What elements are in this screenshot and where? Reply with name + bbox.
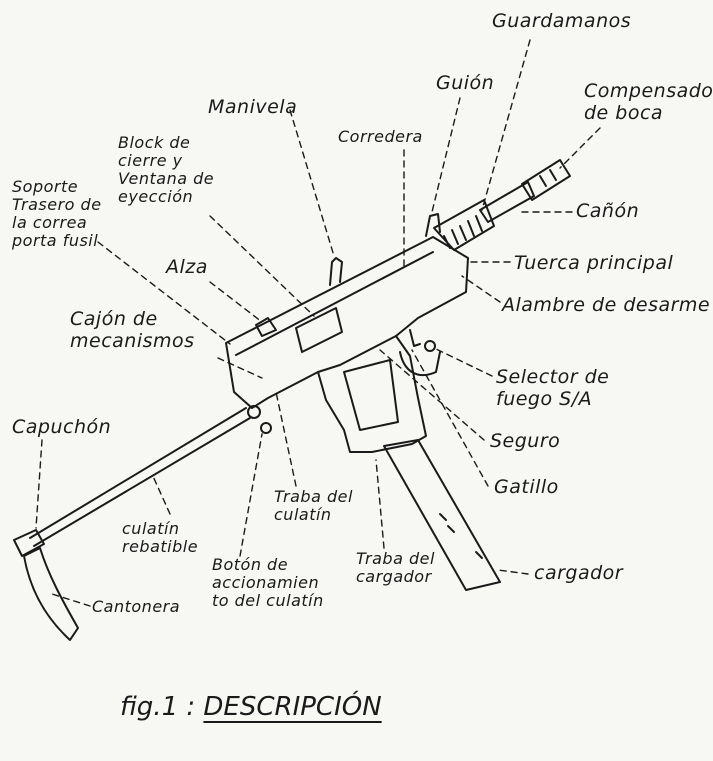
barrel-nut-ribs [443, 215, 483, 249]
leader-traba-culatin [275, 391, 297, 487]
label-canon: Cañón [576, 200, 640, 222]
label-compensador: Compensador de boca [584, 80, 713, 124]
leader-alza [209, 281, 263, 323]
ejection-port [295, 307, 343, 353]
magazine-holes [439, 513, 483, 559]
label-tuerca: Tuerca principal [514, 252, 674, 274]
label-traba-culatin: Traba del culatín [274, 487, 353, 524]
leader-cajon [217, 357, 263, 379]
magazine [383, 439, 501, 591]
rear-sight [255, 317, 277, 337]
charging-handle [329, 257, 343, 286]
label-guardamanos: Guardamanos [492, 10, 632, 32]
receiver-body [225, 236, 469, 409]
leader-culatin [151, 473, 171, 515]
compensator-ports [539, 169, 557, 187]
leader-alambre [461, 275, 501, 303]
trigger [409, 329, 421, 347]
stock-rod-lower [33, 417, 251, 547]
fire-selector [424, 340, 436, 352]
label-capuchon: Capuchón [12, 416, 112, 438]
label-alambre: Alambre de desarme [502, 294, 711, 316]
leader-cargador [497, 569, 529, 575]
label-soporte: Soporte Trasero de la correa porta fusil [12, 177, 102, 250]
label-block: Block de cierre y Ventana de eyección [118, 133, 215, 206]
label-alza: Alza [166, 256, 208, 278]
label-corredera: Corredera [338, 127, 423, 146]
label-cajon: Cajón de mecanismos [70, 308, 195, 352]
label-culatin: culatín rebatible [122, 519, 199, 556]
label-manivela: Manivela [208, 96, 298, 118]
leader-block [209, 215, 315, 317]
trigger-guard [399, 351, 441, 377]
leader-capuchon [35, 439, 43, 529]
label-cargador: cargador [534, 562, 624, 584]
leader-guion [431, 97, 461, 213]
leader-manivela [289, 109, 335, 257]
leader-soporte [97, 241, 231, 345]
grip-inner [343, 359, 399, 431]
figure-caption: fig.1 : DESCRIPCIÓN [120, 692, 382, 722]
leader-selector [433, 347, 493, 377]
caption-prefix: fig.1 : [120, 692, 196, 722]
label-boton: Botón de accionamien to del culatín [212, 555, 324, 610]
label-seguro: Seguro [490, 430, 561, 452]
label-cantonera: Cantonera [92, 597, 181, 616]
leader-cantonera [51, 593, 91, 607]
muzzle-compensator [521, 159, 571, 201]
label-selector: Selector de fuego S/A [496, 366, 610, 410]
stock-rod [29, 407, 247, 539]
caption-title: DESCRIPCIÓN [203, 692, 382, 722]
label-guion: Guión [436, 72, 495, 94]
leader-compensador [559, 127, 601, 169]
leader-gatillo [411, 349, 489, 487]
leader-guardamanos [481, 39, 531, 211]
leader-seguro [379, 349, 485, 441]
pistol-grip [317, 335, 427, 453]
stock-release-button [260, 422, 272, 434]
barrel [479, 181, 535, 223]
stock-hinge [247, 405, 261, 419]
leader-boton [239, 433, 263, 557]
front-sight [425, 213, 441, 237]
receiver-top-edge [235, 251, 434, 356]
butt-cap [13, 529, 45, 557]
buttplate [23, 547, 79, 641]
label-traba-cargador: Traba del cargador [356, 549, 435, 586]
leader-traba-cargador [375, 459, 385, 549]
label-gatillo: Gatillo [494, 476, 559, 498]
